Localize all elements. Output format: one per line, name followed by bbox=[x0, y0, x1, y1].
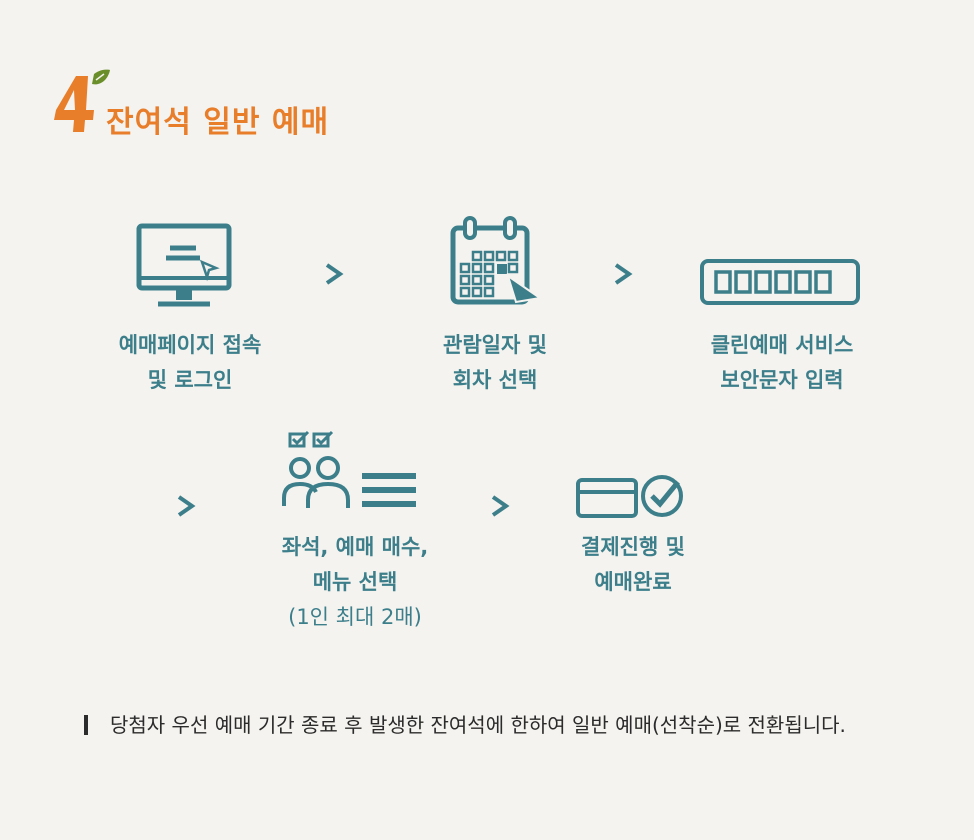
chevron-right-icon bbox=[491, 495, 510, 517]
card-check-icon bbox=[576, 475, 683, 518]
step-label-date: 관람일자 및 회차 선택 bbox=[443, 333, 547, 392]
step-label-login: 예매페이지 접속 및 로그인 bbox=[118, 333, 262, 392]
calendar-icon bbox=[450, 216, 543, 305]
chevron-right-icon bbox=[177, 495, 196, 517]
step-label-seat: 좌석, 예매 매수, 메뉴 선택 (1인 최대 2매) bbox=[240, 530, 470, 635]
info-note: 당첨자 우선 예매 기간 종료 후 발생한 잔여석에 한하여 일반 예매(선착순… bbox=[84, 705, 924, 745]
step-label-payment: 결제진행 및 예매완료 bbox=[581, 535, 685, 594]
people-menu-icon bbox=[282, 430, 416, 508]
chevron-right-icon bbox=[325, 263, 344, 285]
chevron-right-icon bbox=[614, 263, 633, 285]
note-marker bbox=[84, 715, 88, 735]
monitor-icon bbox=[136, 223, 232, 307]
note-text: 당첨자 우선 예매 기간 종료 후 발생한 잔여석에 한하여 일반 예매(선착순… bbox=[110, 713, 846, 737]
step-number-four-icon bbox=[54, 69, 110, 132]
step-label-captcha: 클린예매 서비스 보안문자 입력 bbox=[710, 333, 854, 392]
max-ticket-note: (1인 최대 2매) bbox=[288, 605, 422, 629]
captcha-icon bbox=[700, 259, 860, 305]
section-title: 잔여석 일반 예매 bbox=[106, 105, 330, 140]
